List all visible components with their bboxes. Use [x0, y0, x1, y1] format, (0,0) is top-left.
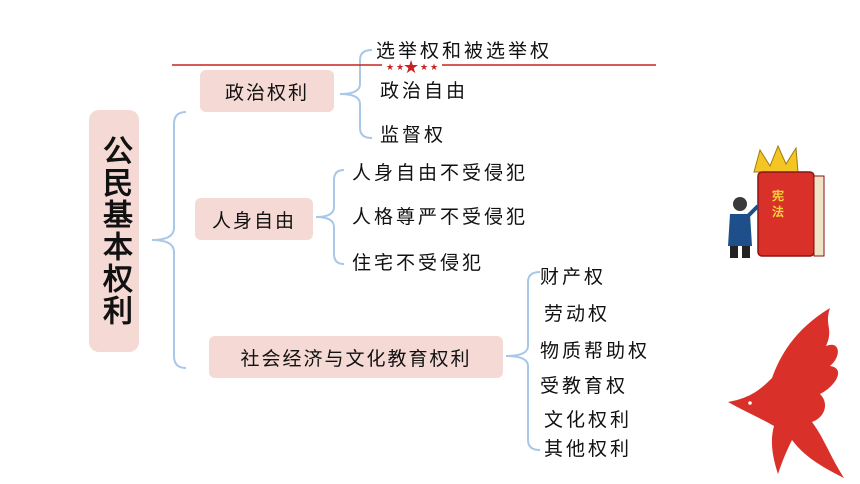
leaf-personal-freedom-inviolable: 人身自由不受侵犯: [352, 162, 529, 184]
leaf-education-rights: 受教育权: [540, 375, 629, 397]
svg-text:法: 法: [772, 204, 784, 219]
leaf-material-assistance: 物质帮助权: [540, 340, 651, 362]
root-bracket: [151, 111, 187, 369]
leaf-labor-rights: 劳动权: [544, 303, 611, 325]
group3-bracket: [505, 271, 541, 451]
group-box-personal-freedom: 人身自由: [195, 198, 313, 240]
svg-text:★: ★: [430, 63, 438, 73]
group-box-socioeconomic-rights: 社会经济与文化教育权利: [209, 336, 503, 378]
group1-bracket: [339, 49, 373, 139]
stars-decoration-icon: ★ ★ ★ ★ ★: [382, 57, 442, 78]
leaf-property-rights: 财产权: [540, 266, 607, 288]
root-node: 公民基本权利: [89, 110, 139, 352]
svg-text:★: ★: [396, 63, 404, 73]
constitution-book-icon: 宪 法: [728, 144, 825, 258]
leaf-residence-inviolable: 住宅不受侵犯: [352, 252, 485, 274]
svg-text:★: ★: [403, 57, 419, 78]
svg-text:宪: 宪: [772, 188, 784, 203]
flying-dove-icon: [728, 308, 844, 478]
leaf-cultural-rights: 文化权利: [544, 409, 633, 431]
svg-text:★: ★: [420, 63, 428, 73]
group-box-political-rights: 政治权利: [200, 70, 334, 112]
leaf-supervision-rights: 监督权: [380, 124, 447, 146]
leaf-dignity-inviolable: 人格尊严不受侵犯: [352, 206, 529, 228]
group2-bracket: [315, 169, 345, 265]
leaf-other-rights: 其他权利: [544, 438, 633, 460]
svg-text:★: ★: [386, 63, 394, 73]
leaf-election-rights: 选举权和被选举权: [376, 40, 553, 62]
leaf-political-freedom: 政治自由: [380, 80, 469, 102]
